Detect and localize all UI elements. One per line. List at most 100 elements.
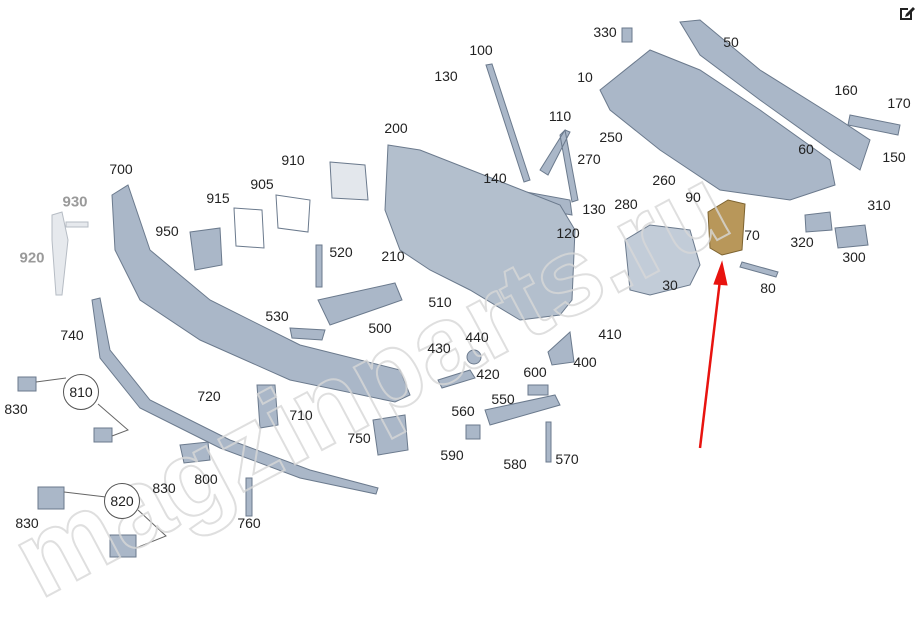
part-label-160[interactable]: 160: [834, 82, 858, 98]
part-label-80[interactable]: 80: [760, 280, 776, 296]
part-label-510[interactable]: 510: [428, 294, 452, 310]
part-label-110[interactable]: 110: [548, 108, 572, 124]
part-label-330[interactable]: 330: [593, 24, 617, 40]
group-circle-810: [63, 374, 99, 410]
part-label-590[interactable]: 590: [440, 447, 464, 463]
part-550: [484, 394, 561, 426]
part-label-90[interactable]: 90: [685, 189, 701, 205]
part-label-50[interactable]: 50: [723, 34, 739, 50]
part-10: [599, 49, 836, 201]
part-label-300[interactable]: 300: [842, 249, 866, 265]
part-100: [485, 63, 531, 183]
part-810b: [93, 427, 113, 443]
part-820b: [109, 534, 137, 558]
part-label-410[interactable]: 410: [598, 326, 622, 342]
part-710: [256, 384, 279, 429]
part-80: [739, 261, 779, 278]
part-label-520[interactable]: 520: [329, 244, 353, 260]
part-label-570[interactable]: 570: [555, 451, 579, 467]
part-150: [847, 114, 901, 136]
part-label-710[interactable]: 710: [289, 407, 313, 423]
part-400: [547, 330, 575, 366]
part-label-70[interactable]: 70: [744, 227, 760, 243]
red-arrow: [698, 260, 728, 449]
part-label-250[interactable]: 250: [599, 129, 623, 145]
part-label-400[interactable]: 400: [573, 354, 597, 370]
part-905: [275, 194, 311, 233]
part-label-930[interactable]: 930: [62, 193, 88, 211]
part-label-530[interactable]: 530: [265, 308, 289, 324]
part-label-830[interactable]: 830: [152, 480, 176, 496]
part-label-920[interactable]: 920: [19, 249, 45, 267]
part-label-310[interactable]: 310: [867, 197, 891, 213]
part-800: [179, 441, 211, 464]
part-label-600[interactable]: 600: [523, 364, 547, 380]
part-320: [804, 211, 833, 233]
part-label-130[interactable]: 130: [582, 201, 606, 217]
part-560: [465, 424, 481, 440]
part-label-915[interactable]: 915: [206, 190, 230, 206]
part-label-210[interactable]: 210: [381, 248, 405, 264]
part-label-440[interactable]: 440: [465, 329, 489, 345]
part-500: [317, 282, 403, 326]
part-label-700[interactable]: 700: [109, 161, 133, 177]
part-920: [51, 211, 69, 296]
part-30: [624, 224, 701, 296]
part-50: [679, 19, 871, 171]
part-820a: [37, 486, 65, 510]
part-label-120[interactable]: 120: [556, 225, 580, 241]
part-label-820[interactable]: 820: [110, 493, 134, 509]
part-label-10[interactable]: 10: [577, 69, 593, 85]
part-label-905[interactable]: 905: [250, 176, 274, 192]
part-520: [315, 244, 323, 288]
part-label-170[interactable]: 170: [887, 95, 911, 111]
part-300: [834, 224, 869, 249]
part-label-60[interactable]: 60: [798, 141, 814, 157]
part-label-580[interactable]: 580: [503, 456, 527, 472]
part-label-280[interactable]: 280: [614, 196, 638, 212]
part-label-140[interactable]: 140: [483, 170, 507, 186]
part-70-highlighted: [707, 199, 746, 256]
part-label-950[interactable]: 950: [155, 223, 179, 239]
part-label-750[interactable]: 750: [347, 430, 371, 446]
part-label-830[interactable]: 830: [4, 401, 28, 417]
part-570: [545, 421, 552, 463]
edit-icon[interactable]: [898, 4, 916, 22]
part-440: [466, 349, 482, 365]
part-915: [233, 207, 265, 249]
part-label-500[interactable]: 500: [368, 320, 392, 336]
part-750: [372, 414, 409, 456]
part-label-760[interactable]: 760: [237, 515, 261, 531]
part-740: [91, 297, 379, 495]
part-label-740[interactable]: 740: [60, 327, 84, 343]
part-label-100[interactable]: 100: [469, 42, 493, 58]
part-200: [384, 144, 576, 321]
part-label-910[interactable]: 910: [281, 152, 305, 168]
part-label-830[interactable]: 830: [15, 515, 39, 531]
part-label-320[interactable]: 320: [790, 234, 814, 250]
part-760: [245, 477, 253, 517]
part-label-270[interactable]: 270: [577, 151, 601, 167]
part-600: [527, 384, 549, 396]
part-label-200[interactable]: 200: [384, 120, 408, 136]
part-420: [437, 369, 476, 389]
part-label-150[interactable]: 150: [882, 149, 906, 165]
part-label-420[interactable]: 420: [476, 366, 500, 382]
part-label-800[interactable]: 800: [194, 471, 218, 487]
part-700: [111, 184, 411, 403]
part-330: [621, 27, 633, 43]
part-label-430[interactable]: 430: [427, 340, 451, 356]
part-label-560[interactable]: 560: [451, 403, 475, 419]
part-label-550[interactable]: 550: [491, 391, 515, 407]
part-label-260[interactable]: 260: [652, 172, 676, 188]
part-530: [289, 327, 326, 341]
part-label-720[interactable]: 720: [197, 388, 221, 404]
part-810a: [17, 376, 37, 392]
part-label-130[interactable]: 130: [434, 68, 458, 84]
part-910: [329, 161, 369, 201]
part-label-810[interactable]: 810: [69, 384, 93, 400]
part-110: [539, 128, 579, 203]
part-label-30[interactable]: 30: [662, 277, 678, 293]
